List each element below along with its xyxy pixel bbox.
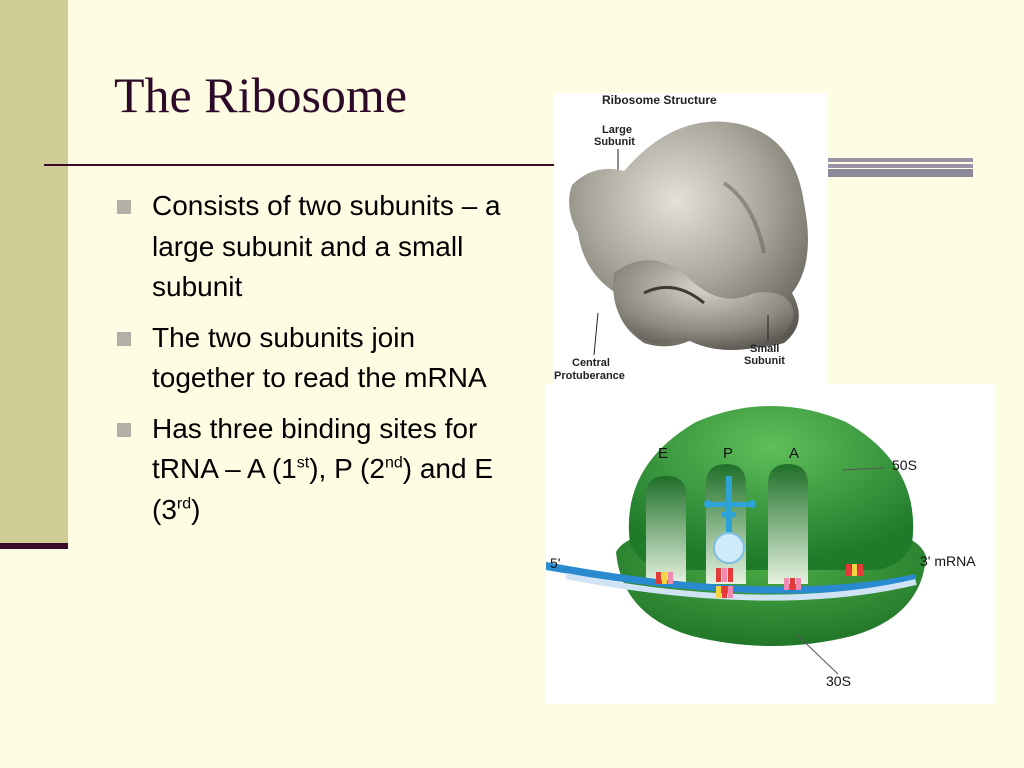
structure-heading: Ribosome Structure [602, 93, 717, 107]
site-a-label: A [789, 445, 799, 462]
bullet-text: Has three binding sites for tRNA – A (1s… [152, 412, 494, 525]
bullet-text: Consists of two subunits – a large subun… [152, 190, 501, 302]
label-30s: 30S [826, 673, 851, 689]
bullet-item: Has three binding sites for tRNA – A (1s… [114, 409, 514, 531]
label-large: Large [602, 124, 632, 136]
label-small-subunit: Subunit [744, 355, 785, 367]
label-5-prime: 5' [550, 555, 560, 571]
ribosome-structure-image: Ribosome Structure Large Subunit Central… [554, 93, 828, 384]
title-underline [44, 164, 556, 166]
bullet-list: Consists of two subunits – a large subun… [114, 186, 514, 540]
label-central: Central [572, 357, 610, 369]
slide-title: The Ribosome [114, 67, 408, 123]
left-accent-bar-end [0, 543, 68, 549]
trna-shape [704, 476, 756, 564]
site-e-label: E [658, 445, 668, 462]
bullet-item: Consists of two subunits – a large subun… [114, 186, 514, 308]
label-central-protuberance: Protuberance [554, 370, 625, 382]
site-p-label: P [723, 445, 733, 462]
ribosome-diagram-image: E P A [546, 384, 996, 704]
bullet-item: The two subunits join together to read t… [114, 318, 514, 399]
bullet-square-icon [117, 422, 131, 437]
left-accent-bar [0, 0, 68, 548]
bullet-square-icon [117, 331, 131, 346]
label-50s: 50S [892, 457, 917, 473]
codon-markers [656, 564, 863, 598]
right-decorative-stripes [828, 158, 973, 180]
label-3-prime-mrna: 3' mRNA [920, 553, 976, 569]
label-small: Small [750, 343, 779, 355]
bullet-text: The two subunits join together to read t… [152, 321, 487, 394]
bullet-square-icon [117, 200, 131, 214]
label-large-subunit: Subunit [594, 136, 635, 148]
